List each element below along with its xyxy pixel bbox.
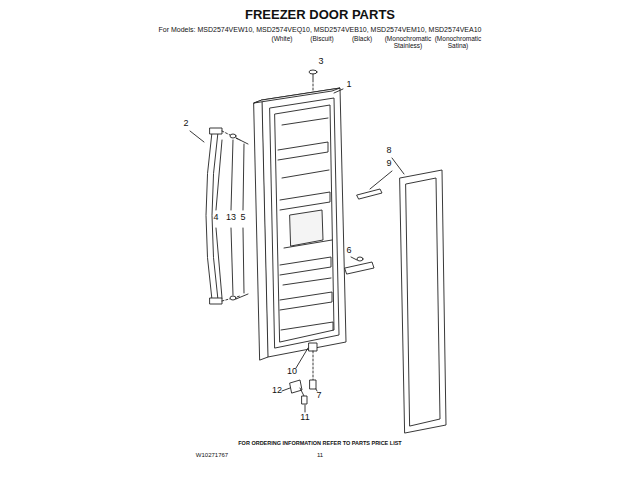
callout-number: 9	[386, 159, 391, 169]
door-panel	[254, 88, 346, 360]
page-title: FREEZER DOOR PARTS	[245, 8, 395, 22]
model-list: For Models: MSD2574VEW10, MSD2574VEQ10, …	[159, 26, 482, 34]
color-variant: (Monochromatic Satina)	[433, 35, 483, 49]
footer-note: FOR ORDERING INFORMATION REFER TO PARTS …	[238, 440, 401, 446]
callout-number: 3	[318, 57, 323, 67]
callout-number: 10	[287, 367, 297, 377]
door-gasket	[400, 170, 446, 433]
callout-number: 11	[300, 413, 309, 423]
page-number: 11	[317, 452, 323, 459]
callout-number: 7	[316, 391, 321, 401]
shelf-trim	[357, 189, 382, 199]
color-variant: (Biscuit)	[302, 35, 342, 42]
callout-number: 4	[213, 213, 218, 223]
leader-lines	[190, 89, 404, 412]
callout-number: 13	[226, 213, 236, 223]
top-screw	[309, 70, 317, 90]
callout-number: 1	[346, 80, 351, 90]
document-number: W10271767	[196, 452, 228, 459]
color-variant: (Monochromatic Stainless)	[383, 35, 433, 49]
callout-number: 12	[272, 386, 282, 396]
color-variant: (Black)	[342, 35, 382, 42]
door-handle	[206, 128, 248, 304]
callout-number: 8	[386, 146, 391, 156]
callout-number: 6	[346, 246, 351, 256]
door-bracket	[345, 257, 374, 274]
color-variant: (White)	[262, 35, 302, 42]
callout-number: 5	[240, 213, 245, 223]
callout-number: 2	[183, 119, 188, 129]
